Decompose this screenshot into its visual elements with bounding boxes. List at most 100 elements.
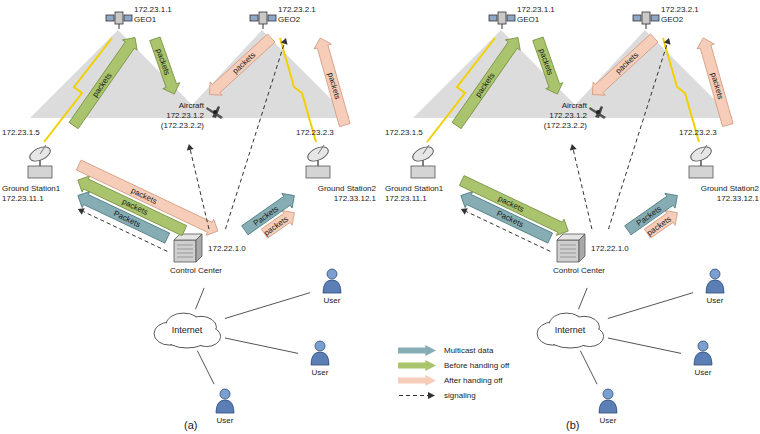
- node-text: 172.23.2.3: [296, 128, 334, 138]
- control-center-icon: [557, 234, 585, 262]
- signaling-connector: [608, 38, 670, 229]
- arrowhead: [187, 144, 194, 151]
- station-base: [306, 166, 330, 178]
- station-base: [28, 166, 52, 178]
- block-arrow: [210, 34, 276, 95]
- connector-line: [608, 338, 681, 353]
- solar-panel: [489, 15, 497, 21]
- connector-line: [225, 293, 310, 319]
- grille: [177, 245, 193, 246]
- block-arrow: [452, 38, 520, 129]
- satellite-node: 172.23.2.1GEO2: [633, 2, 717, 36]
- antenna: [646, 24, 647, 29]
- user-node: User: [683, 338, 723, 378]
- solar-panel: [124, 15, 132, 21]
- node-text: 172.23.2.3: [679, 128, 717, 138]
- grille: [177, 253, 193, 254]
- satellite-body: [642, 12, 650, 24]
- cube-front: [174, 240, 196, 262]
- satellite-icon: [489, 12, 515, 29]
- connector-line: [190, 150, 209, 229]
- internet-cloud: Internet: [152, 312, 222, 348]
- connector-line: [578, 288, 587, 309]
- dish: [305, 144, 330, 164]
- ground-station-icon: [305, 144, 330, 178]
- cube-front: [557, 240, 579, 262]
- legend-row: After handing off: [398, 373, 509, 388]
- block-arrow: [150, 37, 180, 94]
- connector-line: [197, 351, 214, 385]
- user-node: User: [300, 338, 340, 378]
- user-body: [706, 280, 724, 293]
- solar-panel: [651, 15, 659, 21]
- station-base: [689, 166, 713, 178]
- node-text: User: [312, 368, 329, 378]
- link-line: [197, 351, 214, 385]
- antenna: [502, 24, 503, 29]
- arrowhead: [78, 208, 85, 214]
- grille: [177, 257, 193, 258]
- geo1-coverage: [30, 30, 205, 118]
- ground-station-node: 172.23.2.3Ground Station2172.33.12.1: [679, 128, 759, 222]
- fuselage: [206, 107, 223, 119]
- node-text: User: [324, 296, 341, 306]
- grille: [560, 245, 576, 246]
- arrowhead: [570, 144, 577, 151]
- legend-swatch: [398, 360, 436, 371]
- solar-panel: [268, 15, 276, 21]
- signaling-connector: [570, 144, 592, 229]
- user-icon: [706, 269, 724, 293]
- node-text: Ground Station2: [318, 184, 376, 194]
- node-text: 172.23.2.1: [661, 5, 699, 15]
- station-base: [411, 166, 435, 178]
- node-text: User: [707, 296, 724, 306]
- feed: [318, 145, 324, 154]
- arrowhead: [664, 38, 671, 45]
- node-text: Control Center: [170, 266, 222, 276]
- node-text: 172.23.1.5: [385, 128, 423, 138]
- hub: [596, 110, 600, 114]
- satellite-icon: [250, 12, 276, 29]
- control-center-node: 172.22.1.0Control Center: [170, 232, 262, 286]
- node-text: GEO1: [134, 15, 156, 25]
- connector-line: [225, 44, 284, 230]
- control-center-icon: [174, 234, 202, 262]
- legend-text: After handing off: [444, 376, 503, 386]
- grille: [560, 253, 576, 254]
- legend-line-sample: [398, 390, 436, 401]
- dish: [410, 144, 435, 164]
- user-icon: [216, 389, 234, 413]
- user-body: [323, 280, 341, 293]
- legend-swatch: [398, 375, 436, 386]
- hub: [213, 110, 217, 114]
- link-line: [195, 288, 204, 309]
- fuselage: [589, 107, 606, 119]
- node-text: User: [695, 368, 712, 378]
- ground-station-icon: [688, 144, 713, 178]
- node-text: User: [600, 416, 617, 426]
- user-head: [710, 269, 720, 279]
- user-body: [599, 400, 617, 413]
- node-text: Aircraft: [179, 101, 204, 111]
- dish: [27, 144, 52, 164]
- internet-cloud: Internet: [535, 312, 605, 348]
- cloud-icon: [537, 313, 604, 348]
- user-body: [694, 352, 712, 365]
- aircraft-icon: [589, 106, 606, 119]
- node-text: 172.33.12.1: [334, 194, 376, 204]
- user-icon: [311, 341, 329, 365]
- node-text: Internet: [555, 325, 586, 335]
- user-head: [698, 341, 708, 351]
- feed: [701, 145, 707, 154]
- satellite-icon: [106, 12, 132, 29]
- feed: [423, 145, 429, 154]
- solar-panel: [106, 15, 114, 21]
- legend: Multicast dataBefore handing offAfter ha…: [398, 343, 509, 403]
- node-text: 172.23.1.2: [166, 111, 204, 121]
- node-text: GEO2: [278, 15, 300, 25]
- wing: [212, 106, 220, 118]
- cloud-icon: [154, 313, 221, 348]
- satellite-node: 172.23.1.1GEO1: [106, 2, 190, 36]
- link-line: [580, 351, 597, 385]
- satellite-body: [115, 12, 123, 24]
